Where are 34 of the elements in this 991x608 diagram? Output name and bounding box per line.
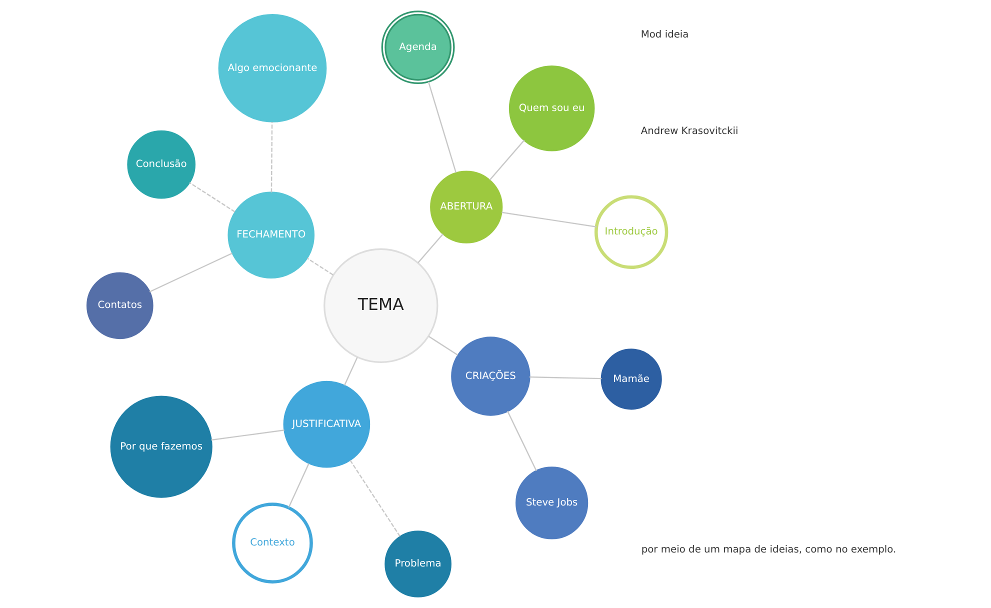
connector — [489, 140, 525, 180]
node-circle: Agenda — [381, 10, 455, 84]
label: Andrew Krasovitckii — [640, 126, 738, 138]
node-circle: Algo emocionante — [218, 14, 327, 122]
node-circle: FECHAMENTO — [228, 192, 315, 279]
connector — [418, 234, 444, 264]
connector — [344, 357, 358, 386]
node-circle: Quem sou eu — [508, 66, 595, 152]
connector — [270, 122, 273, 192]
node-circle: JUSTIFICATIVA — [283, 380, 370, 468]
connector — [428, 82, 457, 173]
connector — [350, 460, 401, 537]
node-circle: Problema — [384, 530, 452, 598]
node-circle: TEMA — [324, 248, 438, 363]
node-circle: Contexto — [232, 502, 313, 584]
node-circle: Mamãe — [600, 348, 662, 410]
node-circle: Conclusão — [127, 130, 196, 199]
connector — [507, 410, 537, 472]
node-circle: Steve Jobs — [516, 466, 588, 540]
connector — [306, 258, 334, 276]
connector — [529, 376, 602, 380]
node-circle: CRIAÇÕES — [451, 336, 530, 416]
node-circle: Por que fazemos — [110, 396, 212, 498]
connector — [428, 336, 458, 356]
node-circle: ABERTURA — [430, 170, 503, 244]
label: Mod ideia — [640, 30, 689, 41]
connector — [288, 463, 310, 508]
connector — [189, 182, 236, 212]
node-circle: Contatos — [86, 272, 154, 340]
connector — [502, 212, 597, 228]
node-circle: Introdução — [594, 195, 668, 269]
label: por meio de um mapa de ideias, como no exemplo. — [641, 544, 896, 556]
connector — [211, 430, 284, 441]
connector — [149, 252, 232, 292]
